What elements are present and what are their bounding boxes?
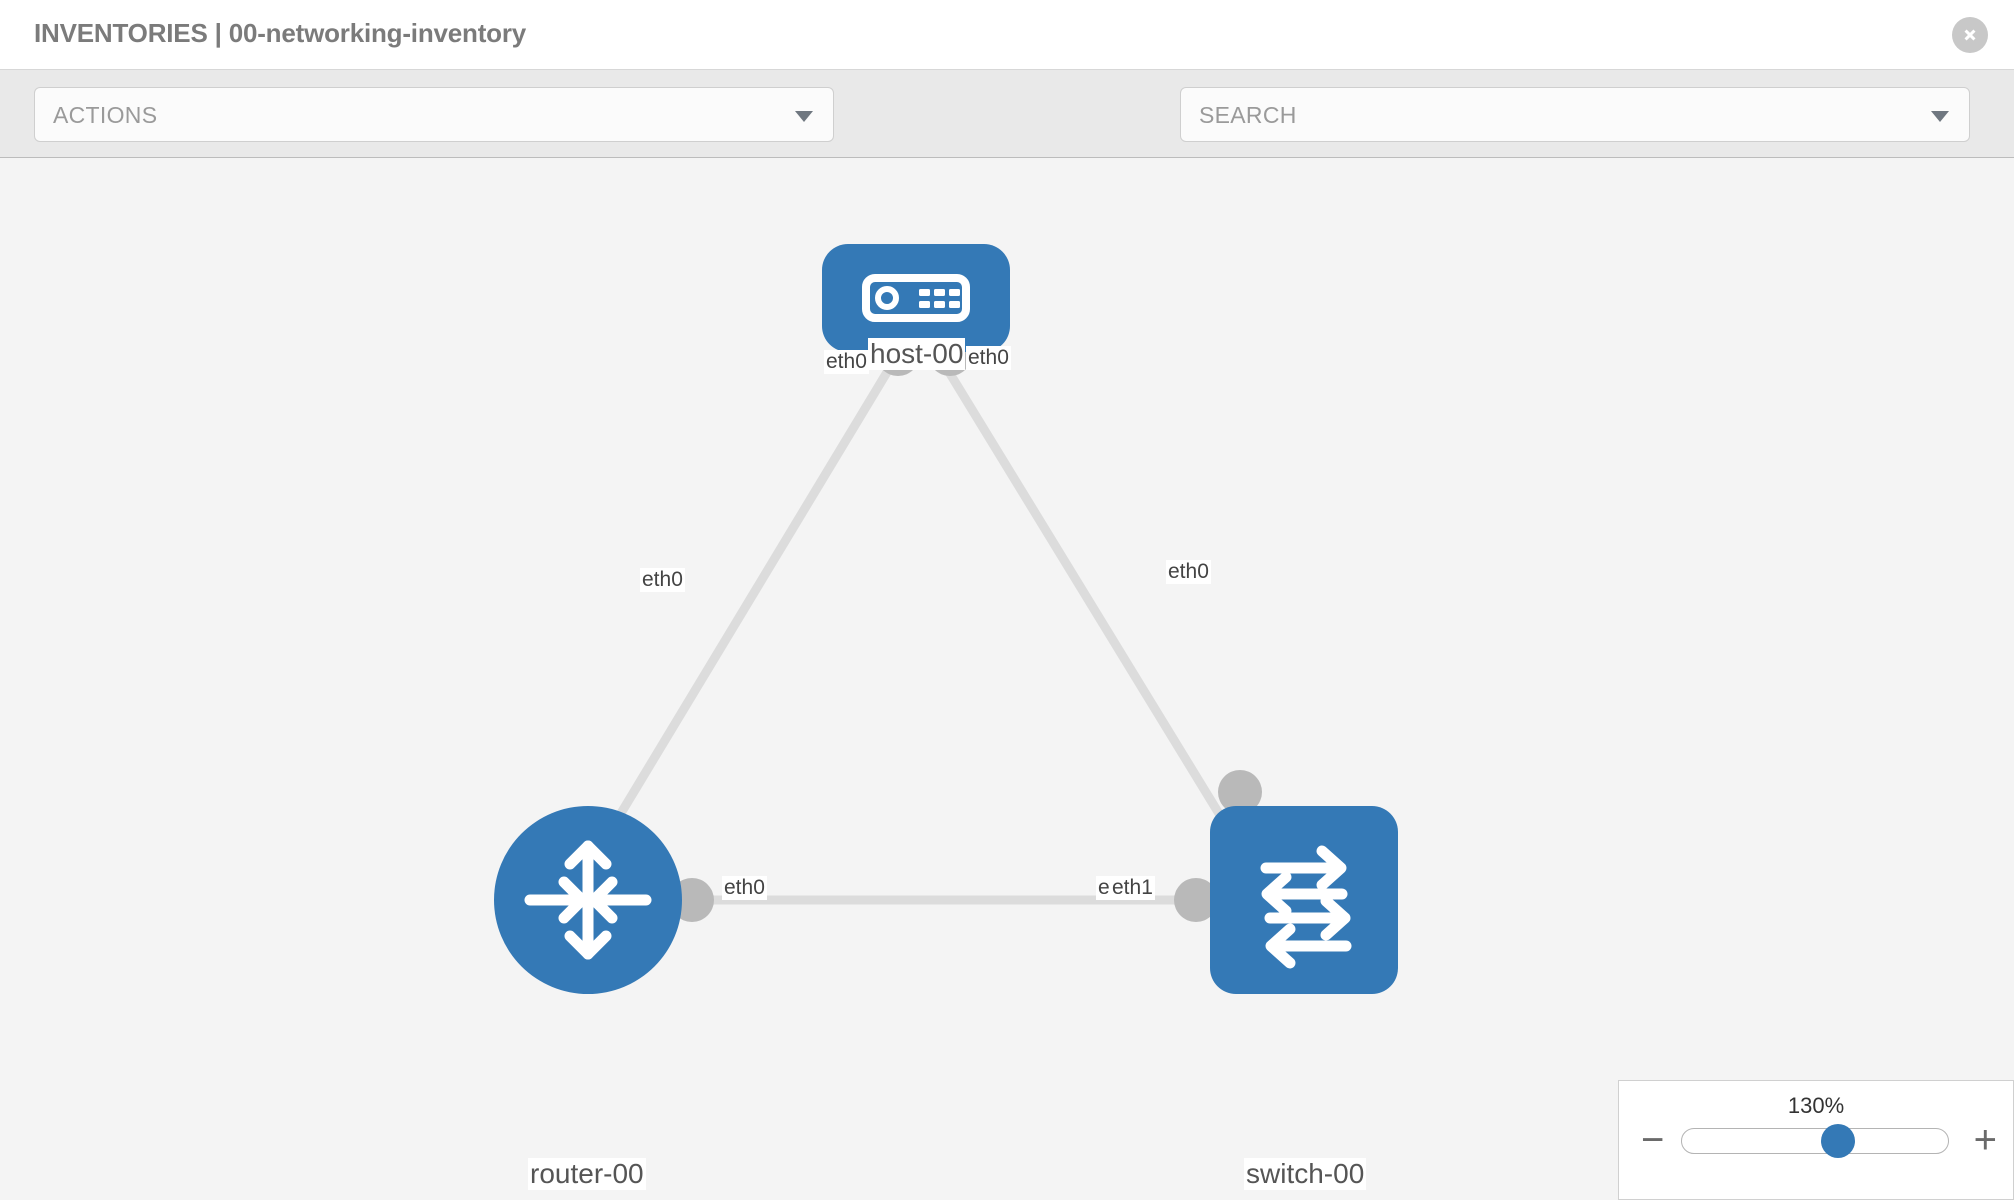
toolbar: ACTIONS SEARCH [0,70,2014,199]
port-label-switch-left: eth1 [1110,876,1155,901]
link-host-switch[interactable] [934,351,1244,851]
search-placeholder: SEARCH [1199,102,1297,128]
zoom-level-value: 130% [1787,1093,1845,1118]
server-icon [862,274,970,322]
search-input[interactable]: SEARCH [1180,87,1970,142]
router-arrows-icon [524,840,652,960]
zoom-out-button[interactable]: − [1641,1118,1665,1162]
port-label-router-up: eth0 [640,568,685,593]
zoom-slider-thumb[interactable] [1821,1124,1856,1158]
node-label-router-00: router-00 [528,1158,646,1191]
topology-canvas[interactable]: eth0 eth0 eth0 eth0 eth0 eth0 eth1 host-… [0,158,2014,1200]
node-host-00[interactable] [822,244,1010,352]
node-router-00[interactable] [494,806,682,994]
port-label-host-right: eth0 [966,346,1011,371]
port-label-host-left: eth0 [824,350,869,375]
node-switch-00[interactable] [1210,806,1398,994]
port-switch-left[interactable] [1174,878,1218,922]
chevron-down-icon [795,111,813,122]
close-icon [1964,29,1976,41]
actions-dropdown-value: ACTIONS [53,102,158,128]
close-button[interactable] [1952,17,1988,53]
zoom-in-button[interactable]: + [1973,1118,1997,1162]
page-header: INVENTORIES | 00-networking-inventory [0,0,2014,70]
zoom-slider[interactable] [1681,1124,1949,1158]
zoom-control-panel: 130% − + [1618,1080,2014,1200]
switch-arrows-icon [1260,845,1352,969]
link-host-router[interactable] [596,351,902,851]
port-switch-top[interactable] [1218,770,1262,814]
chevron-down-icon [1931,111,1949,122]
actions-dropdown[interactable]: ACTIONS [34,87,834,142]
port-label-router-right: eth0 [722,876,767,901]
page-title: INVENTORIES | 00-networking-inventory [34,18,527,48]
port-label-switch-up: eth0 [1166,560,1211,585]
node-label-host-00: host-00 [868,338,966,371]
node-label-switch-00: switch-00 [1244,1158,1367,1191]
